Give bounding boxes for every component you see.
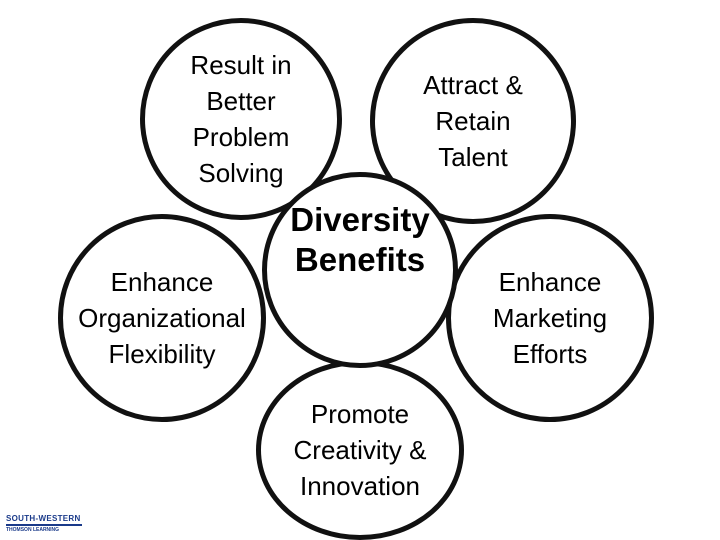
circle-flexibility: Enhance Organizational Flexibility: [58, 214, 266, 422]
logo-line-1: SOUTH-WESTERN: [6, 514, 81, 523]
circle-problem-solving: Result in Better Problem Solving: [140, 18, 342, 220]
circle-marketing: Enhance Marketing Efforts: [446, 214, 654, 422]
problem-solving-label: Result in Better Problem Solving: [190, 50, 292, 188]
diversity-benefits-label: Diversity Benefits: [290, 201, 430, 278]
publisher-logo: SOUTH-WESTERN THOMSON LEARNING: [4, 514, 84, 538]
logo-divider: [6, 524, 82, 526]
circle-diversity-benefits: Diversity Benefits: [262, 172, 458, 368]
flexibility-label: Enhance Organizational Flexibility: [78, 267, 246, 369]
circle-creativity: Promote Creativity & Innovation: [256, 360, 464, 540]
talent-label: Attract & Retain Talent: [423, 70, 523, 172]
creativity-label: Promote Creativity & Innovation: [293, 399, 427, 501]
marketing-label: Enhance Marketing Efforts: [492, 267, 608, 369]
logo-line-2: THOMSON LEARNING: [6, 527, 60, 533]
